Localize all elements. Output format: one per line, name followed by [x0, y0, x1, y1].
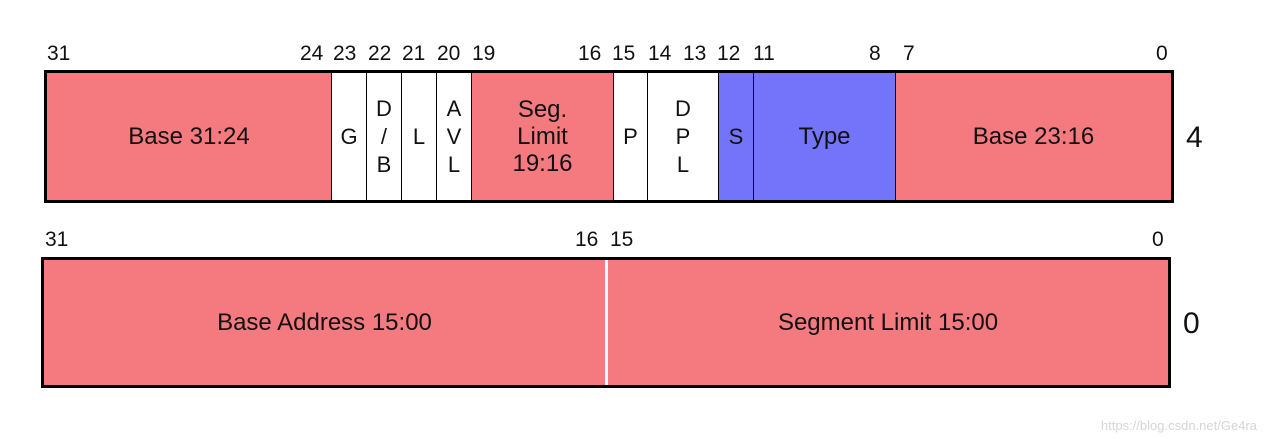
descriptor-high-dword: Base 31:24 G D / B L A V L Seg. Limit 19… — [44, 70, 1174, 203]
bit-number-16-bottom: 16 — [575, 228, 599, 251]
field-l: L — [402, 73, 437, 200]
bit-number-8: 8 — [869, 42, 881, 65]
field-base-31-24: Base 31:24 — [47, 73, 332, 200]
bit-number-21: 21 — [402, 42, 426, 65]
field-base-23-16: Base 23:16 — [896, 73, 1171, 200]
field-g: G — [332, 73, 367, 200]
field-d-b: D / B — [367, 73, 402, 200]
bit-number-0-bottom: 0 — [1152, 228, 1164, 251]
field-base-address-15-00: Base Address 15:00 — [44, 260, 608, 385]
bit-number-23: 23 — [333, 42, 357, 65]
bit-number-16-top: 16 — [578, 42, 602, 65]
bit-number-20: 20 — [437, 42, 461, 65]
bit-number-7: 7 — [903, 42, 915, 65]
watermark-text: https://blog.csdn.net/Ge4ra — [1100, 418, 1257, 433]
field-type: Type — [754, 73, 896, 200]
bit-number-15-bottom: 15 — [610, 228, 634, 251]
bit-number-12: 12 — [717, 42, 741, 65]
bit-number-13: 13 — [683, 42, 707, 65]
row-offset-label-0: 0 — [1183, 307, 1200, 340]
field-dpl: D P L — [648, 73, 719, 200]
field-s: S — [719, 73, 754, 200]
bit-number-19: 19 — [472, 42, 496, 65]
bit-number-24: 24 — [300, 42, 324, 65]
bit-number-31-top: 31 — [47, 42, 71, 65]
field-seg-limit-19-16: Seg. Limit 19:16 — [472, 73, 614, 200]
bit-number-31-bottom: 31 — [45, 228, 69, 251]
bit-number-0-top: 0 — [1156, 42, 1168, 65]
row-offset-label-4: 4 — [1186, 121, 1203, 154]
bit-number-15-top: 15 — [612, 42, 636, 65]
bit-number-11: 11 — [753, 42, 775, 65]
descriptor-low-dword: Base Address 15:00 Segment Limit 15:00 — [41, 257, 1171, 388]
bit-number-14: 14 — [648, 42, 672, 65]
field-segment-limit-15-00: Segment Limit 15:00 — [608, 260, 1168, 385]
field-avl: A V L — [437, 73, 472, 200]
field-p: P — [614, 73, 648, 200]
bit-number-22: 22 — [368, 42, 392, 65]
